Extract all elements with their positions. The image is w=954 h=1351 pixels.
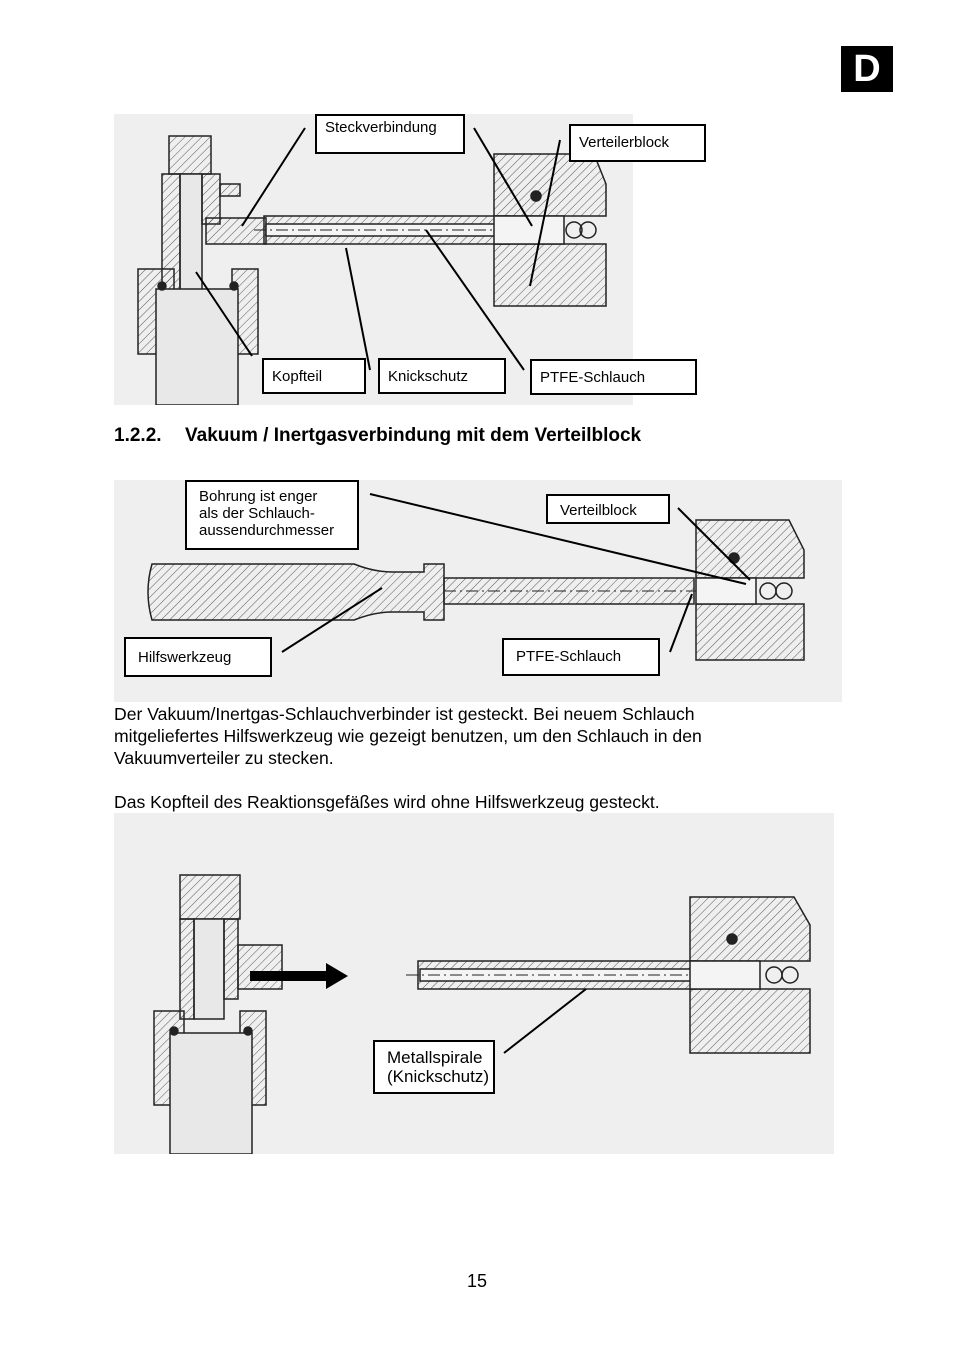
label-metallspirale-line1: Metallspirale xyxy=(387,1048,483,1067)
label-hilfswerkzeug-text: Hilfswerkzeug xyxy=(138,649,232,666)
label-ptfe-text-2: PTFE-Schlauch xyxy=(516,648,622,665)
paragraph-2: Das Kopfteil des Reaktionsgefäßes wird o… xyxy=(114,791,834,813)
label-ptfe-text-1: PTFE-Schlauch xyxy=(540,369,646,386)
language-tab: D xyxy=(841,46,893,92)
paragraph-1-line-1: Der Vakuum/Inertgas-Schlauchverbinder is… xyxy=(114,704,695,724)
label-steckverbindung-text: Steckverbindung xyxy=(325,119,437,136)
figure-2-drawing xyxy=(147,493,805,661)
arrow-icon xyxy=(250,963,348,989)
label-bohrung-line1: Bohrung ist enger xyxy=(199,488,318,505)
head-part-drawing xyxy=(137,135,267,405)
label-knickschutz-text: Knickschutz xyxy=(388,368,469,385)
label-kopfteil: Kopfteil xyxy=(262,358,366,394)
label-bohrung-line2: als der Schlauch- xyxy=(199,505,315,522)
leader-lines-2 xyxy=(281,493,751,653)
label-steckverbindung: Steckverbindung xyxy=(315,114,465,154)
label-verteilerblock: Verteilerblock xyxy=(569,124,706,162)
label-bohrung: Bohrung ist enger als der Schlauch- auss… xyxy=(185,480,359,550)
distributor-block-drawing-3 xyxy=(689,896,811,1054)
head-part-drawing-3 xyxy=(153,874,283,1154)
paragraph-1-line-2: mitgeliefertes Hilfswerkzeug wie gezeigt… xyxy=(114,726,702,746)
page-number: 15 xyxy=(466,1271,488,1291)
label-verteilblock-text: Verteilblock xyxy=(560,502,637,519)
tool-drawing xyxy=(147,563,754,621)
tube-drawing xyxy=(254,215,534,245)
figure-1-drawing xyxy=(137,127,607,405)
paragraph-1: Der Vakuum/Inertgas-Schlauchverbinder is… xyxy=(114,703,834,769)
label-verteilblock: Verteilblock xyxy=(546,494,670,524)
figure-connector-assembly xyxy=(114,114,633,405)
label-hilfswerkzeug: Hilfswerkzeug xyxy=(124,637,272,677)
paragraph-1-line-3: Vakuumverteiler zu stecken. xyxy=(114,748,334,768)
leader-lines-3 xyxy=(503,988,587,1054)
figure-3-drawing xyxy=(153,874,811,1154)
label-ptfe-schlauch-1: PTFE-Schlauch xyxy=(530,359,697,395)
section-number: 1.2.2. xyxy=(114,425,162,446)
label-kopfteil-text: Kopfteil xyxy=(272,368,323,385)
paragraph-2-text: Das Kopfteil des Reaktionsgefäßes wird o… xyxy=(114,792,660,812)
label-verteilerblock-text: Verteilerblock xyxy=(579,134,670,151)
distributor-block-drawing xyxy=(493,153,607,307)
section-title: Vakuum / Inertgasverbindung mit dem Vert… xyxy=(185,425,642,446)
label-metallspirale-line2: (Knickschutz) xyxy=(387,1067,490,1086)
label-metallspirale: Metallspirale (Knickschutz) xyxy=(373,1040,495,1094)
label-ptfe-schlauch-2: PTFE-Schlauch xyxy=(502,638,660,676)
language-letter: D xyxy=(853,47,881,90)
label-knickschutz: Knickschutz xyxy=(378,358,506,394)
label-bohrung-line3: aussendurchmesser xyxy=(199,522,335,539)
section-heading: 1.2.2. Vakuum / Inertgasverbindung mit de… xyxy=(114,425,641,447)
leader-lines xyxy=(195,127,561,371)
distributor-block-drawing-2 xyxy=(695,519,805,661)
figure-head-disconnected xyxy=(114,813,834,1154)
